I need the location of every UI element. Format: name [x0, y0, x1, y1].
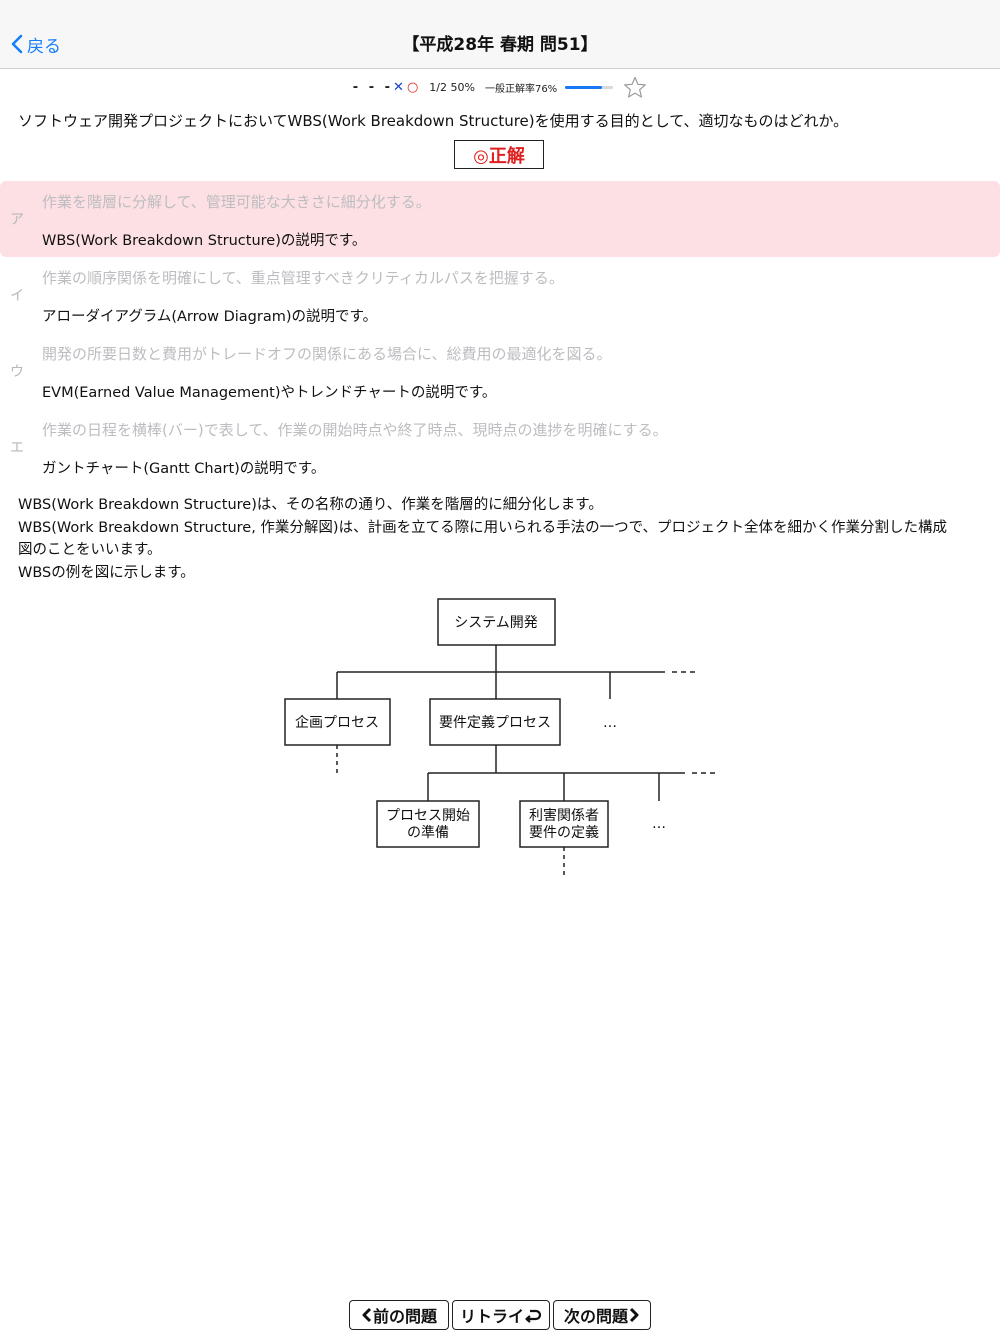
prev-question-button[interactable]: 前の問題	[349, 1300, 449, 1330]
back-button[interactable]: 戻る	[10, 28, 61, 60]
choice-letter: エ	[10, 440, 24, 456]
explanation-line: WBS(Work Breakdown Structure, 作業分解図)は、計画…	[18, 519, 947, 536]
choice-e[interactable]: エ 作業の日程を横棒(バー)で表して、作業の開始時点や終了時点、現時点の進捗を明…	[0, 409, 1000, 485]
answer-history: - - -✕○	[353, 80, 422, 95]
question-text: ソフトウェア開発プロジェクトにおいてWBS(Work Breakdown Str…	[18, 112, 849, 130]
correct-mark: ○	[406, 79, 422, 95]
wbs-level1-ellipsis: …	[603, 715, 617, 731]
wbs-level2-label: 要件の定義	[529, 824, 599, 841]
choice-u[interactable]: ウ 開発の所要日数と費用がトレードオフの関係にある場合に、総費用の最適化を図る。…	[0, 333, 1000, 409]
navigation-bar: 戻る 【平成28年 春期 問51】	[0, 0, 1000, 69]
bottom-toolbar: 前の問題 リトライ 次の問題	[0, 1300, 1000, 1332]
retry-label: リトライ	[459, 1307, 524, 1326]
wbs-level2-label: プロセス開始	[386, 808, 470, 824]
incorrect-mark: ✕	[393, 79, 407, 95]
score-text: 1/2 50%	[429, 80, 475, 94]
wbs-process-start-box	[376, 800, 480, 848]
page-title: 【平成28年 春期 問51】	[402, 35, 598, 55]
choice-letter: イ	[10, 288, 24, 304]
wbs-diagram: システム開発 企画プロセス 要件定義プロセス … プロセス開始 の準備 利害関係…	[284, 598, 716, 878]
chevron-left-icon	[11, 34, 23, 54]
general-rate-fill	[565, 85, 602, 89]
choice-letter: ア	[10, 212, 24, 228]
chevron-left-icon	[362, 1307, 372, 1323]
next-question-button[interactable]: 次の問題	[553, 1300, 651, 1330]
retry-button[interactable]: リトライ	[452, 1300, 550, 1330]
wbs-root-label: システム開発	[454, 615, 538, 631]
wbs-level2-label: 利害関係者	[529, 808, 599, 824]
explanation-line: 図のことをいいます。	[18, 542, 162, 558]
choice-letter: ウ	[10, 364, 24, 380]
choice-i[interactable]: イ 作業の順序関係を明確にして、重点管理すべきクリティカルパスを把握する。 アロ…	[0, 257, 1000, 333]
choice-explanation: EVM(Earned Value Management)やトレンドチャートの説明…	[42, 385, 497, 401]
retry-icon	[525, 1309, 542, 1323]
choice-explanation: WBS(Work Breakdown Structure)の説明です。	[42, 233, 367, 249]
answer-status-bar: - - -✕○ 1/2 50% 一般正解率76%	[0, 74, 1000, 100]
wbs-requirements-box	[429, 698, 561, 746]
choice-explanation: ガントチャート(Gantt Chart)の説明です。	[42, 461, 326, 477]
choice-text: 作業の日程を横棒(バー)で表して、作業の開始時点や終了時点、現時点の進捗を明確に…	[42, 421, 668, 439]
choice-text: 開発の所要日数と費用がトレードオフの関係にある場合に、総費用の最適化を図る。	[42, 345, 612, 363]
back-label: 戻る	[27, 36, 61, 57]
explanation: WBS(Work Breakdown Structure)は、その名称の通り、作…	[18, 494, 983, 584]
choice-text: 作業を階層に分解して、管理可能な大きさに細分化する。	[42, 193, 431, 211]
choice-a[interactable]: ア 作業を階層に分解して、管理可能な大きさに細分化する。 WBS(Work Br…	[0, 181, 1000, 257]
choice-explanation: アローダイアグラム(Arrow Diagram)の説明です。	[42, 309, 378, 325]
chevron-right-icon	[629, 1307, 639, 1323]
wbs-level2-ellipsis: …	[652, 816, 666, 832]
wbs-level1-label: 要件定義プロセス	[439, 714, 551, 731]
next-label: 次の問題	[563, 1307, 628, 1326]
explanation-line: WBSの例を図に示します。	[18, 564, 195, 581]
general-rate-label: 一般正解率76%	[484, 83, 558, 95]
wbs-level1-label: 企画プロセス	[295, 714, 379, 731]
history-dashes: - - -	[352, 79, 394, 95]
star-icon[interactable]	[623, 76, 647, 99]
general-rate-bar	[565, 85, 614, 89]
explanation-line: WBS(Work Breakdown Structure)は、その名称の通り、作…	[18, 497, 603, 513]
choice-text: 作業の順序関係を明確にして、重点管理すべきクリティカルパスを把握する。	[42, 269, 564, 287]
wbs-level2-label: の準備	[407, 825, 449, 841]
prev-label: 前の問題	[372, 1307, 437, 1326]
result-badge: ◎正解	[454, 140, 544, 169]
